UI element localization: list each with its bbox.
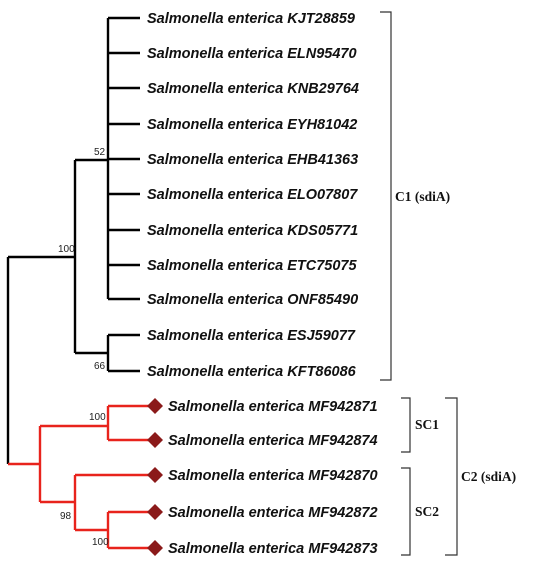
c1-bracket: [380, 11, 392, 381]
leaf-label: Salmonella enterica KFT86086: [147, 364, 357, 380]
bootstrap-sc2-pair: 100: [92, 537, 109, 548]
leaf-label: Salmonella enterica KDS05771: [147, 223, 358, 239]
c1-pair-connector: [75, 333, 140, 373]
bootstrap-c1-inner: 52: [94, 147, 106, 158]
sc1-connector: [40, 404, 150, 442]
sc1-bracket: [401, 397, 411, 453]
leaf-label: Salmonella enterica ELO07807: [147, 187, 358, 203]
bootstrap-c1-root: 100: [58, 244, 75, 255]
c1-branches: [6, 16, 140, 464]
root-to-c1: [6, 255, 75, 464]
sc2-bracket: [401, 467, 411, 556]
leaf-label: Salmonella enterica ETC75075: [147, 258, 357, 274]
leaf-label: Salmonella enterica ELN95470: [147, 46, 357, 62]
leaf-label: Salmonella enterica ONF85490: [147, 292, 358, 308]
diamond-marker-icon: [147, 504, 163, 520]
clade-label-sc2: SC2: [415, 504, 439, 519]
leaf-label: Salmonella enterica KJT28859: [147, 11, 355, 27]
leaf-label: Salmonella enterica MF942871: [168, 399, 378, 415]
c2-bracket: [445, 397, 458, 556]
diamond-marker-icon: [147, 398, 163, 414]
clade-label-c2: C2 (sdiA): [461, 469, 516, 484]
leaf-label: Salmonella enterica KNB29764: [147, 81, 359, 97]
query-markers: [147, 398, 163, 556]
leaf-label: Salmonella enterica MF942870: [168, 468, 378, 484]
clade-brackets: [380, 11, 458, 556]
c2-branches: [8, 404, 150, 550]
diamond-marker-icon: [147, 540, 163, 556]
bootstrap-sc1: 100: [89, 412, 106, 423]
bootstrap-c2-root: 98: [60, 511, 72, 522]
bootstrap-c1-pair: 66: [94, 361, 106, 372]
sc2-pair-connector: [75, 510, 150, 550]
clade-labels: C1 (sdiA) SC1 SC2 C2 (sdiA): [395, 189, 516, 519]
bootstrap-values: 52 100 66 100 98 100: [58, 147, 109, 548]
leaf-label: Salmonella enterica MF942872: [168, 505, 378, 521]
clade-label-c1: C1 (sdiA): [395, 189, 450, 204]
leaf-label: Salmonella enterica EYH81042: [147, 117, 357, 133]
diamond-marker-icon: [147, 432, 163, 448]
leaf-label: Salmonella enterica ESJ59077: [147, 328, 356, 344]
leaf-label: Salmonella enterica MF942873: [168, 541, 378, 557]
leaf-label: Salmonella enterica EHB41363: [147, 152, 358, 168]
clade-label-sc1: SC1: [415, 417, 439, 432]
sc2-connector: [40, 473, 150, 530]
leaf-labels: Salmonella enterica KJT28859 Salmonella …: [147, 11, 378, 557]
leaf-label: Salmonella enterica MF942874: [168, 433, 378, 449]
diamond-marker-icon: [147, 467, 163, 483]
